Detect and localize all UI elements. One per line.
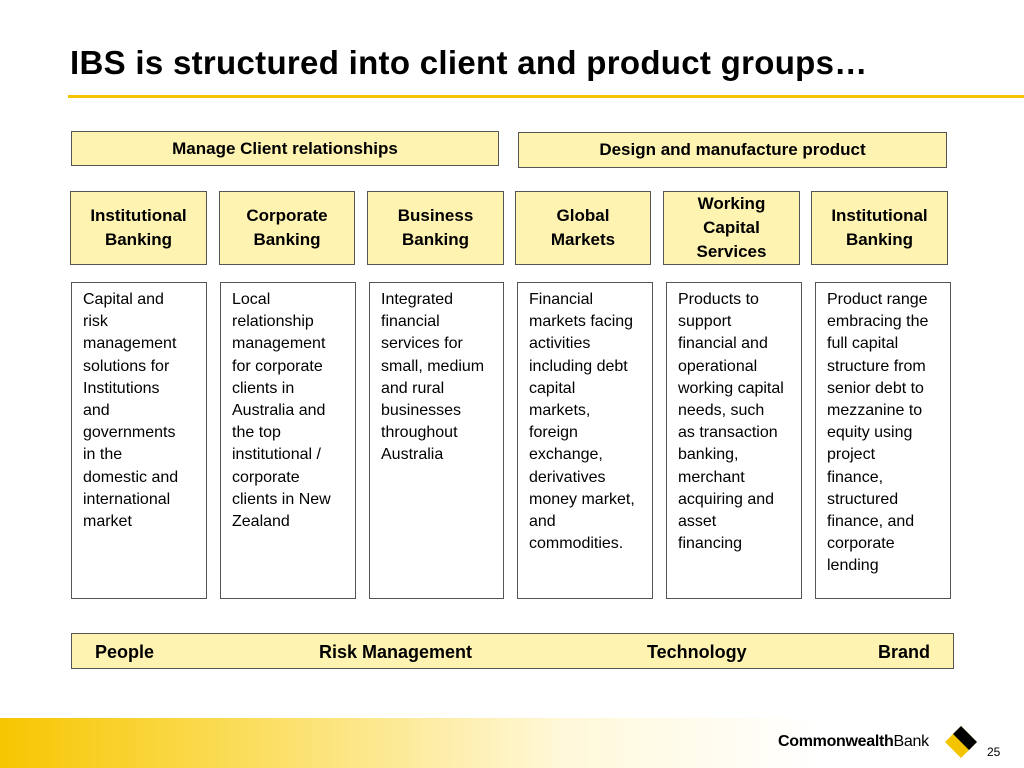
foundation-people: People — [95, 642, 155, 662]
foundations-bar: People Risk Management Technology Brand — [71, 633, 954, 669]
unit-header-label: Business Banking — [397, 206, 474, 249]
unit-description-corporate-banking: Local relationship management for corpor… — [220, 282, 356, 599]
unit-description-business-banking: Integrated financial services for small,… — [369, 282, 504, 599]
unit-header-corporate-banking: Corporate Banking — [219, 191, 355, 265]
unit-description-working-capital: Products to support financial and operat… — [666, 282, 802, 599]
title-divider — [68, 95, 1024, 98]
foundation-risk-management: Risk Management — [319, 642, 473, 662]
group-header-client-label: Manage Client relationships — [172, 138, 398, 158]
unit-header-label: Corporate Banking — [246, 206, 328, 249]
brand-name-bold: Commonwealth — [778, 733, 894, 750]
footer-band — [0, 718, 1024, 768]
unit-header-working-capital: Working Capital Services — [663, 191, 800, 265]
group-header-product: Design and manufacture product — [518, 132, 947, 168]
unit-description-institutional-banking: Capital and risk management solutions fo… — [71, 282, 207, 599]
unit-header-global-markets: Global Markets — [515, 191, 651, 265]
brand-name: CommonwealthBank — [778, 733, 929, 751]
brand-name-regular: Bank — [893, 733, 930, 750]
page-title: IBS is structured into client and produc… — [70, 44, 868, 81]
unit-description-global-markets: Financial markets facing activities incl… — [517, 282, 653, 599]
commonwealth-diamond-logo-icon — [945, 726, 977, 758]
unit-header-label: Institutional Banking — [831, 206, 928, 249]
unit-header-label: Global Markets — [550, 206, 616, 249]
group-header-product-label: Design and manufacture product — [599, 140, 866, 159]
foundation-brand: Brand — [878, 642, 931, 662]
group-header-client: Manage Client relationships — [71, 131, 499, 166]
unit-header-business-banking: Business Banking — [367, 191, 504, 265]
page-number: 25 — [987, 745, 1001, 759]
unit-header-label: Working Capital Services — [696, 194, 767, 261]
unit-header-institutional-banking: Institutional Banking — [70, 191, 207, 265]
foundation-technology: Technology — [647, 642, 747, 662]
unit-header-institutional-banking-product: Institutional Banking — [811, 191, 948, 265]
unit-header-label: Institutional Banking — [90, 206, 187, 249]
unit-description-institutional-banking-product: Product range embracing the full capital… — [815, 282, 951, 599]
